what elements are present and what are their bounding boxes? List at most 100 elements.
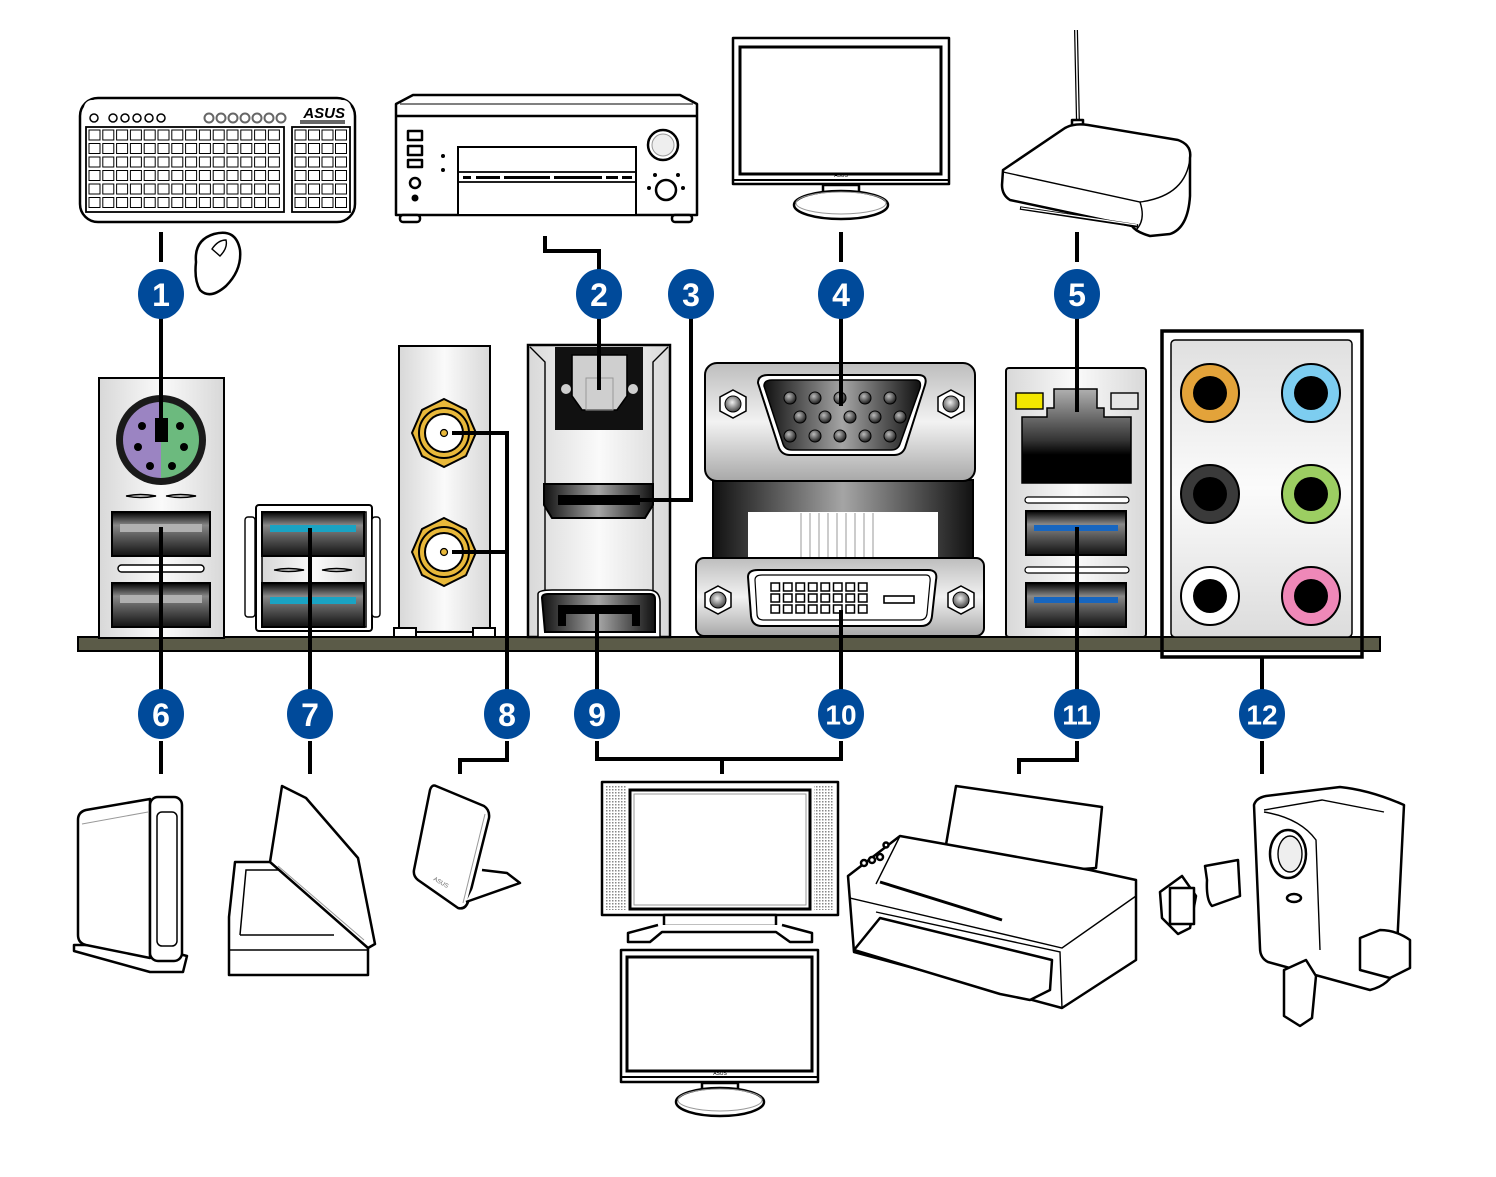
callout-badge-circle (287, 689, 333, 739)
dvi-pin (795, 604, 806, 614)
antenna-connector-top (410, 397, 478, 469)
callout-number: 10 (825, 700, 856, 731)
wireless-router-device (1000, 29, 1192, 238)
callout-number: 6 (152, 697, 170, 733)
wifi-antenna-connectors (393, 345, 496, 638)
dvi-pin (857, 582, 868, 592)
dvi-port (695, 557, 985, 637)
callout-badge-circle (1054, 689, 1100, 739)
vga-pin (783, 429, 797, 443)
dvi-pin (845, 582, 856, 592)
usb3-port-stack-left (244, 504, 381, 632)
monitor-device-top: ASUS (731, 36, 951, 221)
dvi-pin (857, 604, 868, 614)
vga-pin (868, 410, 882, 424)
callout-badge-circle (1239, 689, 1285, 739)
mouse-device (194, 231, 242, 296)
vga-dvi-port-stack (695, 362, 985, 637)
vga-pin (858, 391, 872, 405)
callout-badge-circle (818, 269, 864, 319)
monitor-device-bottom: ASUS (619, 948, 820, 1118)
audio-receiver-device (394, 93, 699, 224)
lan-rj45-port (1015, 388, 1139, 484)
keyboard-brand-logo: ASUS (302, 105, 345, 122)
vga-pin (883, 391, 897, 405)
callout-number: 3 (682, 277, 700, 313)
callout-badge-8: Wi-Fi antenna connectors — Wi-Fi antenna… (484, 689, 530, 739)
audio-jack-light-blue (1281, 363, 1341, 423)
callout-badge-circle (138, 269, 184, 319)
vga-pin (858, 429, 872, 443)
dvi-pin (857, 593, 868, 603)
callout-number: 5 (1068, 277, 1086, 313)
callout-badge-circle (138, 689, 184, 739)
dvi-pin (770, 593, 781, 603)
callout-number: 8 (498, 697, 516, 733)
dvi-pin (832, 582, 843, 592)
dvi-pin (832, 593, 843, 603)
scanner-device (227, 784, 377, 977)
callout-badge-6: USB 2.0 ports — External hard drive6 (138, 689, 184, 739)
audio-jack-orange (1180, 363, 1240, 423)
dvi-pin (845, 593, 856, 603)
callout-badge-circle (818, 689, 864, 739)
dvi-pin (832, 604, 843, 614)
vga-pin (883, 429, 897, 443)
callout-badge-circle (576, 269, 622, 319)
dvi-pin (770, 582, 781, 592)
keyboard-device: ASUS (78, 96, 357, 224)
dvi-pin (807, 582, 818, 592)
vga-pin (843, 410, 857, 424)
callout-badge-circle (484, 689, 530, 739)
monitor-brand-logo-bottom: ASUS (713, 1071, 727, 1077)
displayport-port (537, 589, 661, 638)
vga-pin (783, 391, 797, 405)
vga-pin (793, 410, 807, 424)
hdmi-port (543, 483, 654, 519)
ps2-combo-port (116, 395, 206, 485)
callout-badges: PS/2 keyboard/mouse combo port — Keyboar… (138, 269, 1285, 739)
audio-jack-black (1180, 464, 1240, 524)
callout-badge-circle (574, 689, 620, 739)
dvi-pin (795, 582, 806, 592)
callout-number: 2 (590, 277, 608, 313)
dvi-pin (820, 604, 831, 614)
dvi-pin (782, 593, 793, 603)
monitor-device-speakers (600, 780, 840, 944)
callout-badge-circle (1054, 269, 1100, 319)
callout-number: 1 (152, 277, 170, 313)
dvi-pin (820, 593, 831, 603)
audio-jack-lime (1281, 464, 1341, 524)
callout-number: 9 (588, 697, 606, 733)
speaker-system-device (1158, 785, 1412, 1028)
audio-jack-pink (1281, 566, 1341, 626)
audio-port-block (1160, 329, 1364, 659)
external-hdd-device (72, 795, 189, 974)
spdif-hdmi-displayport-stack (526, 343, 672, 639)
vga-port (704, 362, 976, 482)
callout-number: 7 (301, 697, 319, 733)
audio-jack-gray (1180, 566, 1240, 626)
callout-badge-1: PS/2 keyboard/mouse combo port — Keyboar… (138, 269, 184, 319)
printer-device (846, 784, 1138, 1010)
dvi-pin (795, 593, 806, 603)
dvi-pin (807, 593, 818, 603)
callout-number: 12 (1246, 700, 1277, 731)
vga-pin (818, 410, 832, 424)
vga-pin (893, 410, 907, 424)
monitor-brand-logo: ASUS (834, 173, 848, 179)
leader-lines (159, 232, 1264, 774)
antenna-connector-bottom (410, 516, 478, 588)
motherboard-edge (77, 636, 1381, 652)
dvi-pin (782, 582, 793, 592)
vga-pin (808, 429, 822, 443)
vga-pin (808, 391, 822, 405)
